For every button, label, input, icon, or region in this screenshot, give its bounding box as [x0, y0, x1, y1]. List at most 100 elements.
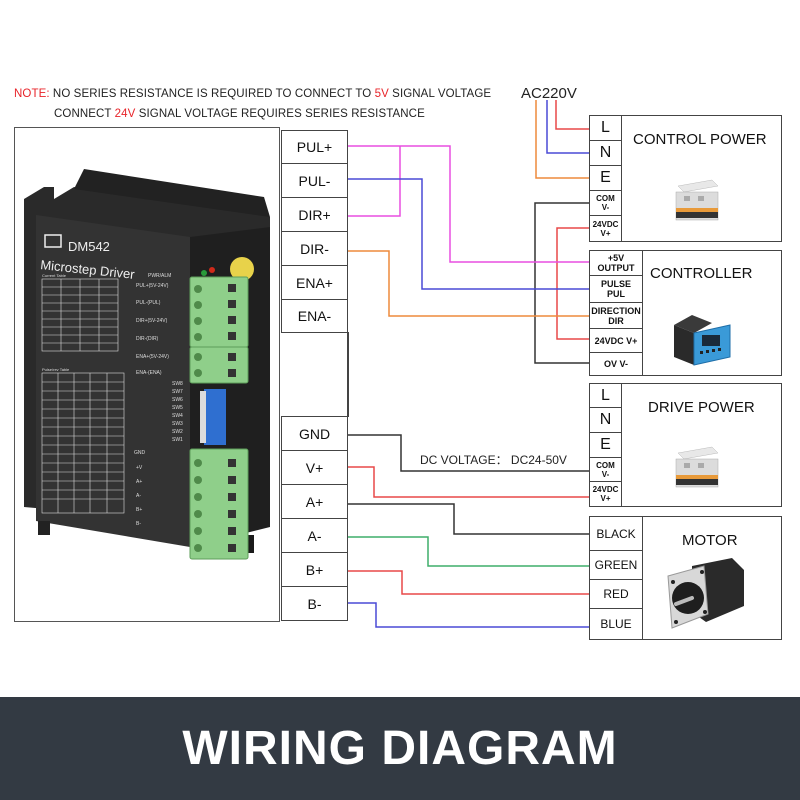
svg-text:SW6: SW6: [172, 397, 183, 403]
motor-terminal-green: GREEN: [589, 550, 643, 580]
dc-voltage-label: DC VOLTAGE： DC24-50V: [420, 453, 567, 467]
pulse-table-title: Pulse/rev Table: [42, 367, 70, 372]
footer-banner: WIRING DIAGRAM: [0, 697, 800, 800]
pwr-led-icon: [201, 270, 207, 276]
drive-power-terminal-n: N: [589, 407, 622, 433]
terminal-ena-plus: ENA+: [281, 265, 348, 300]
control-power-terminal-n: N: [589, 140, 622, 166]
drive-power-terminal-com: COM V-: [589, 457, 622, 482]
wire-ac-l: [555, 100, 590, 130]
motor-terminal-black: BLACK: [589, 516, 643, 551]
wire-a-plus: [348, 503, 590, 535]
svg-text:A+: A+: [136, 479, 142, 485]
signal-connector-2: [189, 346, 249, 384]
current-table-title: Current Table: [42, 273, 67, 278]
terminal-dir-minus: DIR-: [281, 231, 348, 266]
motor-terminal-red: RED: [589, 579, 643, 609]
controller-terminal-direction: DIRECTION DIR: [589, 302, 643, 329]
controller-terminal-0v: OV V-: [589, 352, 643, 376]
ce-sticker-icon: [230, 257, 254, 281]
terminal-a-plus: A+: [281, 484, 348, 519]
terminal-dir-plus: DIR+: [281, 197, 348, 232]
svg-text:SW1: SW1: [172, 437, 183, 443]
controller-device-icon: [674, 315, 731, 366]
control-power-terminal-l: L: [589, 115, 622, 141]
control-power-terminal-com: COM V-: [589, 190, 622, 216]
wire-a-minus: [348, 536, 590, 567]
terminal-pul-minus: PUL-: [281, 163, 348, 198]
control-power-terminal-e: E: [589, 165, 622, 191]
controller-terminal-24vdc: 24VDC V+: [589, 328, 643, 353]
driver-front-face: [36, 215, 190, 547]
note-line-1: NOTE: NO SERIES RESISTANCE IS REQUIRED T…: [14, 88, 492, 100]
svg-text:SW3: SW3: [172, 421, 183, 427]
drive-power-terminal-l: L: [589, 383, 622, 408]
power-supply-icon: [675, 179, 719, 221]
wire-b-plus: [348, 570, 590, 595]
wire-control-power-24v: [556, 227, 590, 340]
terminal-pul-plus: PUL+: [281, 130, 348, 164]
wire-ac-e: [535, 100, 590, 179]
svg-text:PUL+(5V-24V): PUL+(5V-24V): [136, 283, 169, 289]
wire-pul-minus: [348, 178, 590, 290]
zd-logo-icon: [44, 234, 62, 248]
current-table: [41, 278, 119, 352]
power-connector: [189, 448, 249, 560]
switch-labels: SW8 SW7 SW6 SW5 SW4 SW3 SW2 SW1: [172, 381, 183, 443]
svg-text:SW8: SW8: [172, 381, 183, 387]
note-5v-highlight: 5V: [374, 88, 389, 100]
wire-b-minus: [348, 602, 590, 628]
driver-model: DM542: [68, 239, 110, 254]
svg-text:DIR+(5V-24V): DIR+(5V-24V): [136, 318, 168, 324]
motor-title: MOTOR: [682, 532, 738, 549]
wire-control-power-com: [534, 202, 590, 364]
footer-title: WIRING DIAGRAM: [182, 722, 618, 775]
dm542-driver-image: DM542 Microstep Driver Current Table Pul…: [24, 169, 270, 560]
controller-terminal-pulse: PULSE PUL: [589, 275, 643, 303]
wire-gnd: [348, 434, 590, 472]
power-panel-labels: GND +V A+ A- B+ B-: [134, 450, 146, 527]
svg-text:B-: B-: [136, 521, 141, 527]
wire-dir-plus: [348, 146, 401, 217]
controller-terminal-5v-output: +5V OUTPUT: [589, 250, 643, 276]
alm-led-icon: [209, 267, 215, 273]
wire-dir-minus: [348, 250, 590, 317]
terminal-a-minus: A-: [281, 518, 348, 553]
svg-text:PUL-(PUL): PUL-(PUL): [136, 300, 161, 306]
svg-text:B+: B+: [136, 507, 142, 513]
svg-text:GND: GND: [134, 450, 146, 456]
wire-pul-plus: [348, 145, 590, 263]
svg-text:DIR-(DIR): DIR-(DIR): [136, 336, 159, 342]
svg-text:SW2: SW2: [172, 429, 183, 435]
svg-text:SW5: SW5: [172, 405, 183, 411]
controller-title: CONTROLLER: [650, 265, 753, 282]
terminal-column-divider: [347, 332, 349, 417]
terminal-b-minus: B-: [281, 586, 348, 621]
wire-vplus: [348, 466, 590, 498]
control-power-terminal-24vdc: 24VDC V+: [589, 215, 622, 242]
stepper-motor-icon: [667, 558, 744, 629]
wire-ac-n: [546, 100, 590, 154]
motor-terminal-blue: BLUE: [589, 608, 643, 640]
svg-text:SW7: SW7: [172, 389, 183, 395]
terminal-b-plus: B+: [281, 552, 348, 587]
terminal-vplus: V+: [281, 450, 348, 485]
panel-labels: PWR/ALM PUL+(5V-24V) PUL-(PUL) DIR+(5V-2…: [136, 273, 171, 376]
svg-text:SW4: SW4: [172, 413, 183, 419]
svg-text:+V: +V: [136, 465, 143, 471]
wiring-layer: [348, 100, 590, 628]
pulse-table: [41, 372, 125, 514]
drive-power-title: DRIVE POWER: [648, 399, 755, 416]
terminal-ena-minus: ENA-: [281, 299, 348, 333]
drive-power-terminal-e: E: [589, 432, 622, 458]
svg-text:ENA+(5V-24V): ENA+(5V-24V): [136, 354, 169, 360]
control-power-title: CONTROL POWER: [633, 131, 767, 148]
note-prefix: NOTE:: [14, 88, 50, 100]
note-line-2: CONNECT 24V SIGNAL VOLTAGE REQUIRES SERI…: [54, 108, 425, 120]
ac220v-label: AC220V: [521, 85, 577, 102]
note-24v-highlight: 24V: [114, 108, 136, 120]
terminal-gnd: GND: [281, 416, 348, 451]
svg-text:A-: A-: [136, 493, 141, 499]
svg-text:ENA-(ENA): ENA-(ENA): [136, 370, 162, 376]
dip-switch: [200, 389, 226, 445]
